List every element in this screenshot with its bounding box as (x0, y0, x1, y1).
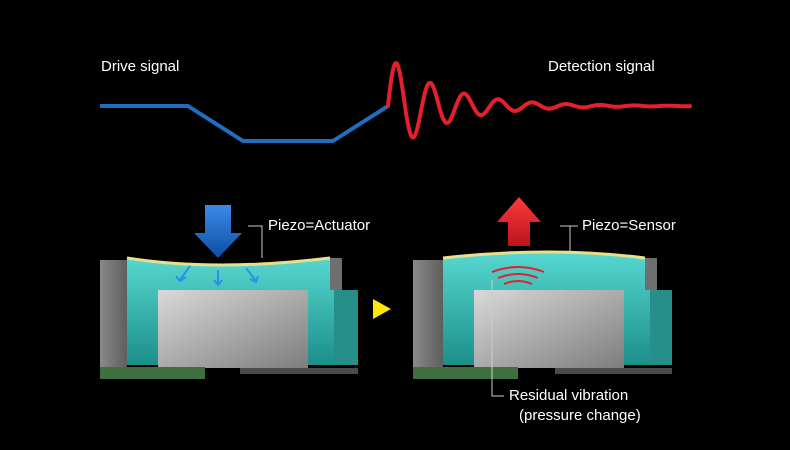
base-plate (100, 367, 205, 379)
piezo-film (126, 256, 331, 267)
actuator-leader-line (248, 225, 263, 258)
vibration-waves (491, 266, 545, 285)
pressure-change-label: (pressure change) (519, 407, 641, 424)
base-plate (413, 367, 518, 379)
arrow-up-icon (497, 197, 541, 246)
actuator-device: Piezo=Actuator (100, 205, 370, 379)
detection-signal-label: Detection signal (548, 58, 655, 75)
piezo-actuator-label: Piezo=Actuator (268, 217, 370, 234)
residual-leader-line (491, 280, 504, 397)
sensor-leader-line (560, 225, 578, 252)
base-strip (240, 368, 358, 374)
pressure-arrows (175, 265, 259, 287)
residual-vibration-label: Residual vibration (509, 387, 628, 404)
drive-signal-label: Drive signal (101, 58, 179, 75)
base-strip (555, 368, 672, 374)
piezo-film (442, 250, 646, 260)
right-port (334, 290, 358, 365)
drive-signal-line (100, 104, 390, 143)
left-wall (100, 260, 127, 370)
sensor-device: Piezo=Sensor Residual vibration (pressur… (413, 197, 676, 424)
right-port (650, 290, 672, 365)
right-cap (645, 258, 657, 290)
arrow-down-icon (194, 205, 242, 258)
inner-block (474, 290, 624, 368)
detection-signal-line (386, 61, 692, 140)
right-cap (330, 258, 342, 290)
left-wall (413, 260, 443, 370)
triangle-right-icon (373, 299, 391, 319)
inner-block (158, 290, 308, 368)
piezo-sensor-label: Piezo=Sensor (582, 217, 676, 234)
